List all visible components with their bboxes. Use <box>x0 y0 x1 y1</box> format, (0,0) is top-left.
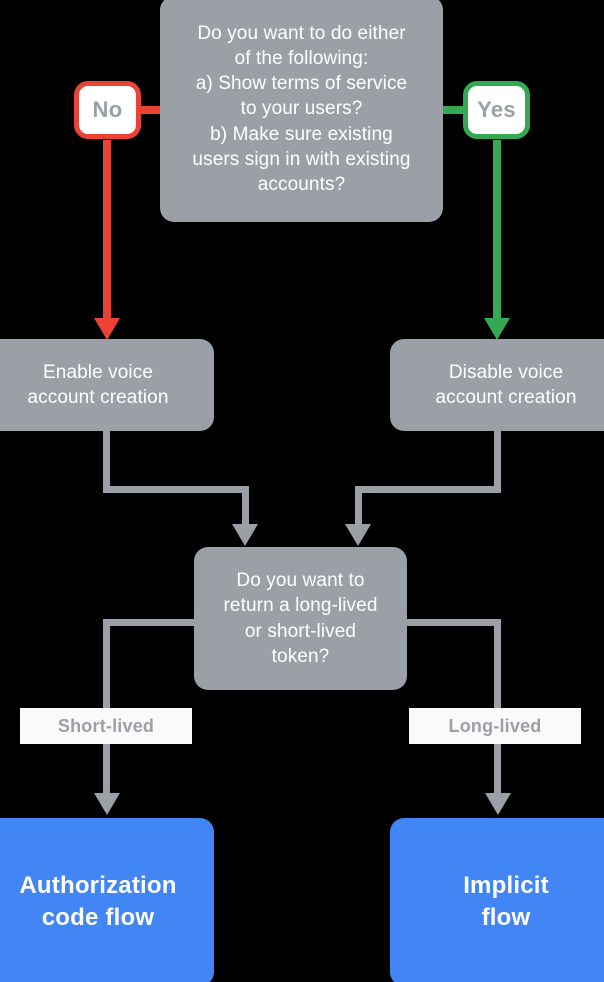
connector-disable-vert-b <box>355 486 362 526</box>
decision-box-token-lifetime: Do you want to return a long-lived or sh… <box>194 547 407 690</box>
connector-enable-horiz <box>103 486 249 493</box>
connector-short-horiz <box>103 619 198 626</box>
branch-pill-yes[interactable]: Yes <box>463 81 530 139</box>
edge-label-long-lived: Long-lived <box>409 708 581 744</box>
branch-pill-no[interactable]: No <box>74 81 141 139</box>
result-box-implicit-flow: Implicit flow <box>390 818 604 982</box>
connector-disable-arrowhead <box>345 524 371 546</box>
decision-box-terms-of-service: Do you want to do either of the followin… <box>160 0 443 222</box>
connector-disable-horiz <box>355 486 501 493</box>
connector-long-horiz <box>406 619 501 626</box>
process-box-disable-voice-account-creation: Disable voice account creation <box>390 339 604 431</box>
connector-no-down-line <box>103 140 111 320</box>
connector-disable-vert-a <box>494 430 501 492</box>
connector-no-arrowhead <box>94 318 120 340</box>
connector-yes-down-line <box>493 140 501 320</box>
connector-short-vert <box>103 619 110 795</box>
edge-label-short-lived: Short-lived <box>20 708 192 744</box>
connector-long-arrowhead <box>485 793 511 815</box>
connector-short-arrowhead <box>94 793 120 815</box>
connector-enable-vert-b <box>242 486 249 526</box>
connector-enable-arrowhead <box>232 524 258 546</box>
connector-long-vert <box>494 619 501 795</box>
connector-yes-to-question <box>440 106 464 114</box>
process-box-enable-voice-account-creation: Enable voice account creation <box>0 339 214 431</box>
connector-yes-arrowhead <box>484 318 510 340</box>
connector-enable-vert-a <box>103 430 110 492</box>
result-box-authorization-code-flow: Authorization code flow <box>0 818 214 982</box>
